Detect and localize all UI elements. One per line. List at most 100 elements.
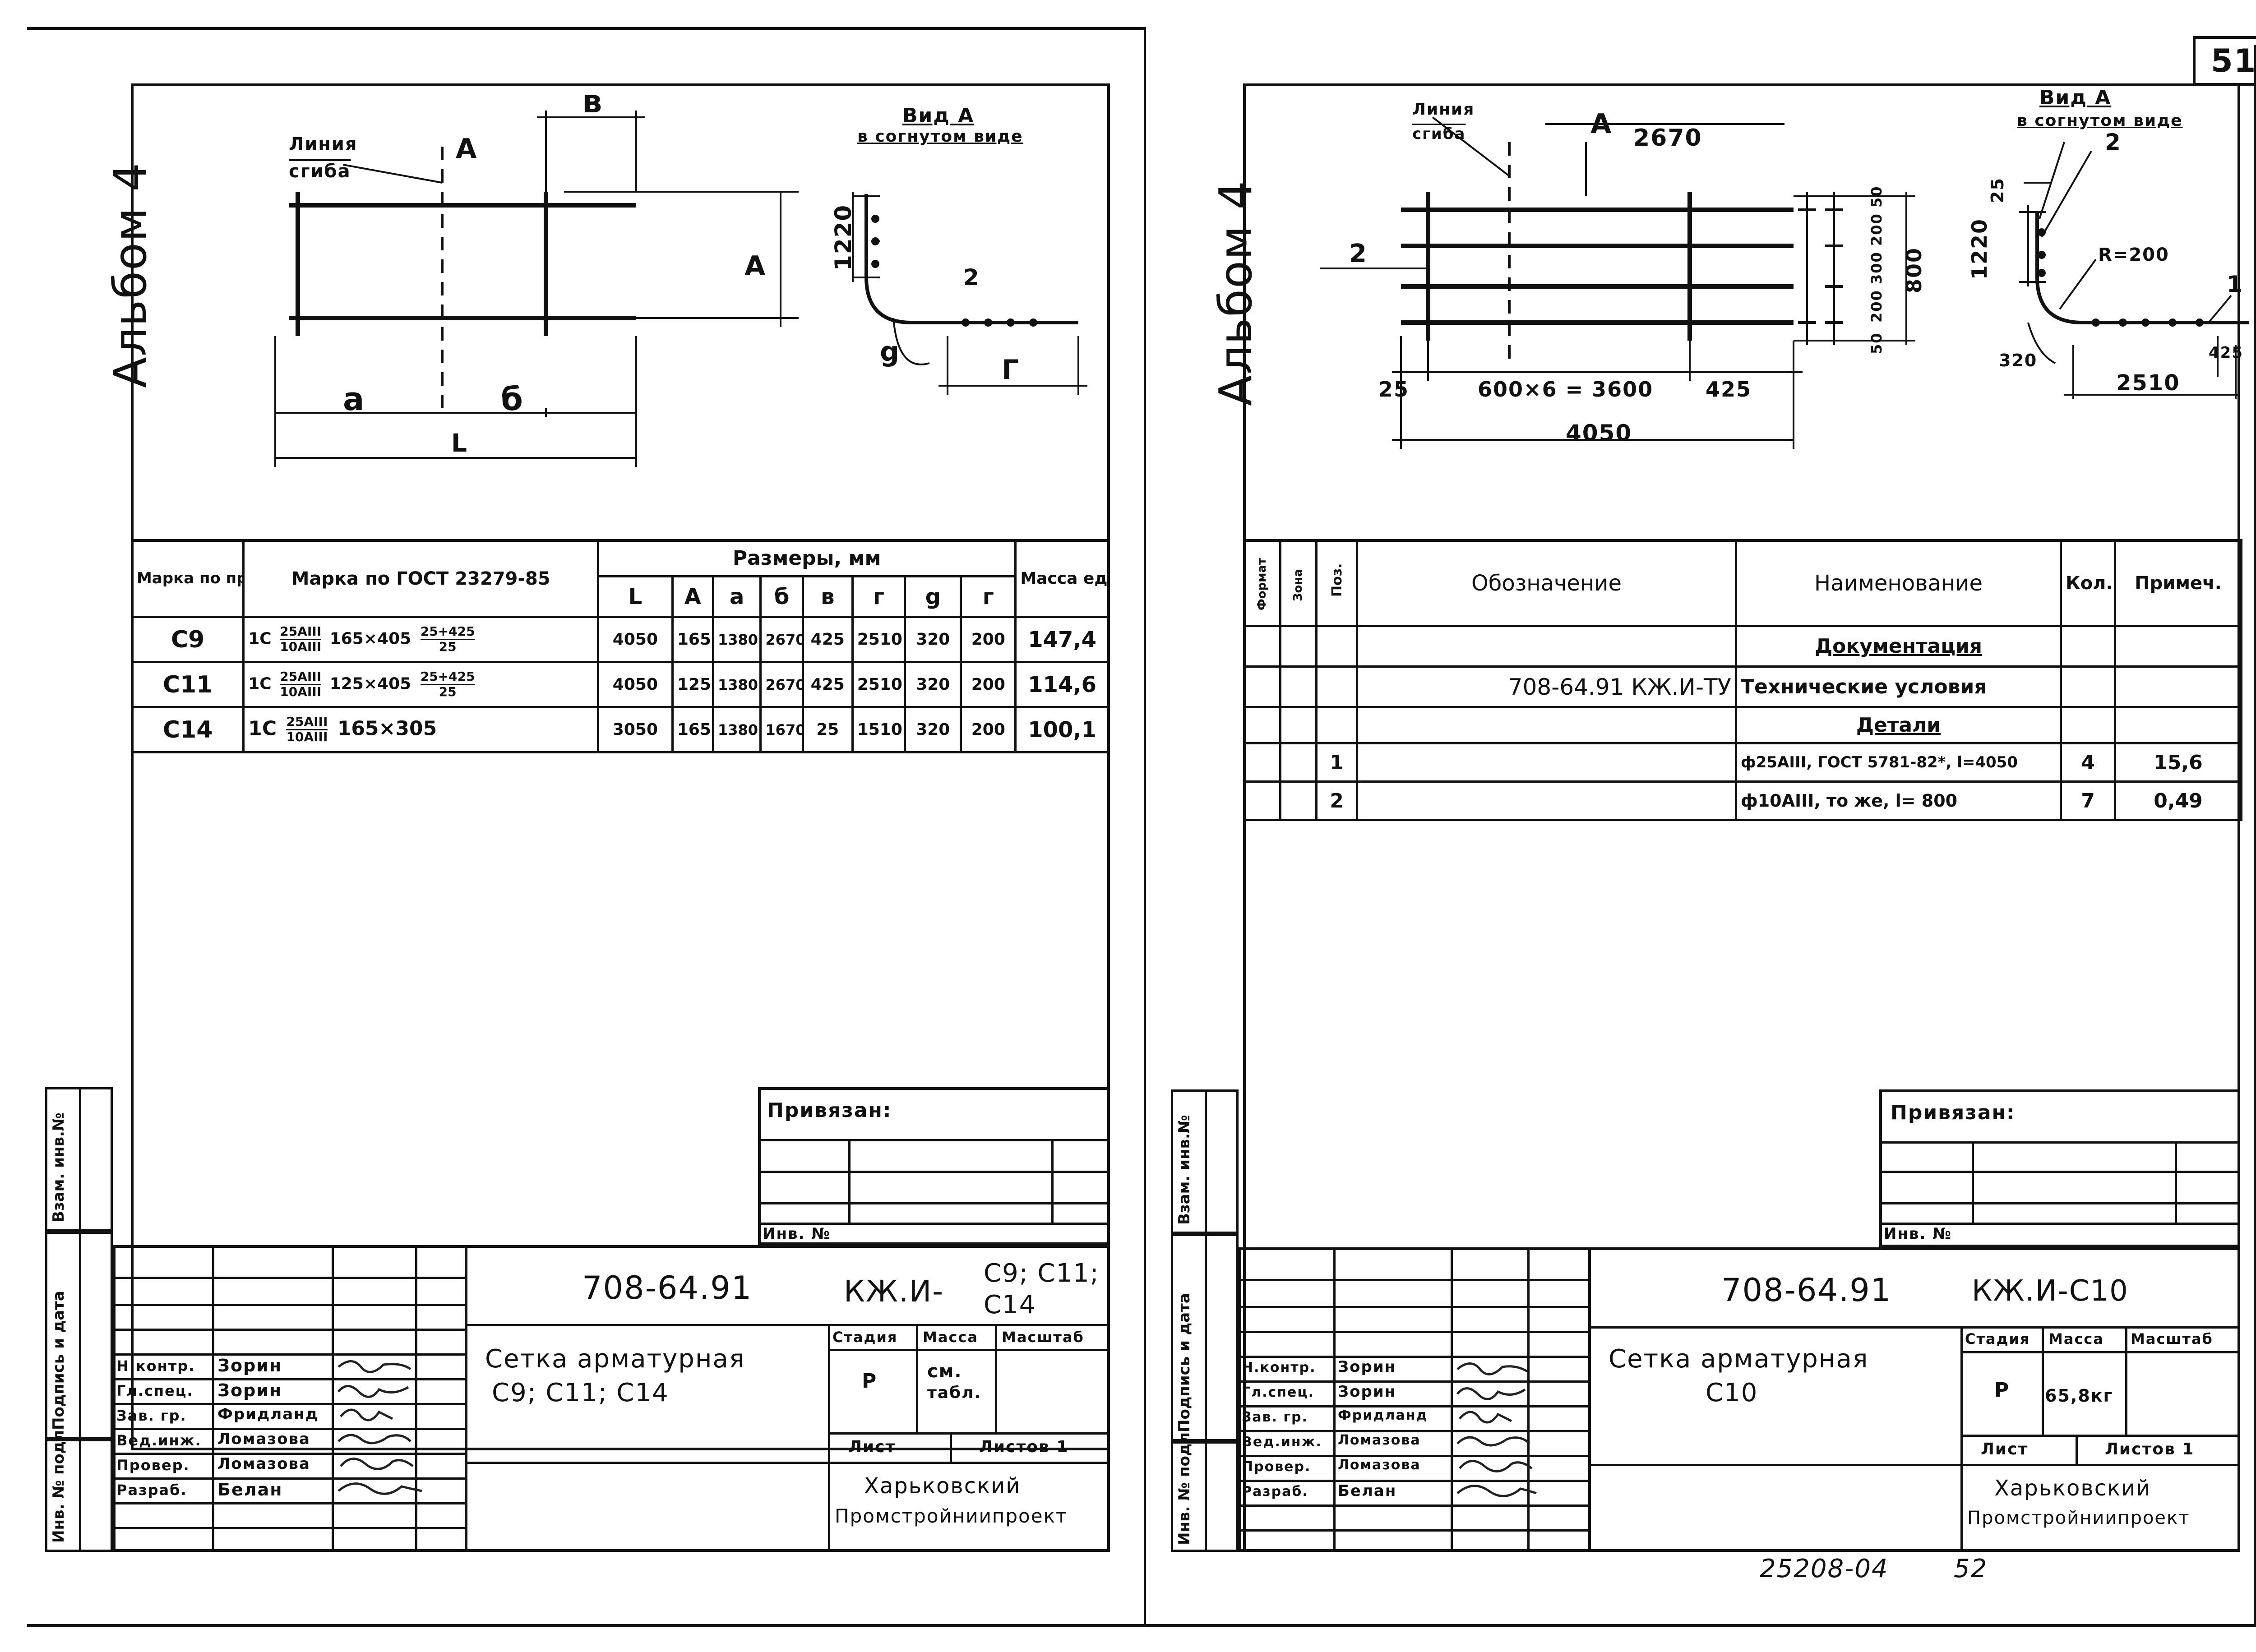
right-sheet-name-1: Сетка арматурная: [1609, 1344, 1869, 1374]
cell: 4050: [596, 661, 674, 708]
spec-h-oboz: Обозначение: [1356, 539, 1737, 627]
row-mark: С14: [130, 706, 245, 753]
spec-oboz: [1356, 625, 1737, 668]
right-privyazan-line1: [1879, 1141, 2240, 1144]
cell: [1279, 706, 1318, 744]
gost-frac-num: 25+425: [420, 669, 475, 685]
right-pos-2b: 2: [2105, 129, 2122, 155]
left-massa-2: табл.: [927, 1384, 982, 1402]
spec-prim: 0,49: [2114, 780, 2242, 821]
spec-h-kol: Кол.: [2060, 539, 2116, 627]
right-tb-v-massa: [2042, 1326, 2044, 1435]
top-rule: [27, 27, 1146, 30]
cell: 1510: [851, 706, 906, 753]
left-tb-h-code: [465, 1324, 1110, 1326]
gost-frac-den: 25: [439, 684, 457, 699]
right-privyazan-vline1: [1972, 1141, 1974, 1225]
right-role-4: Провер.: [1242, 1459, 1311, 1475]
gost-frac-den: 25: [439, 639, 457, 654]
h-mass: Масса ед., кг: [1014, 539, 1110, 618]
right-privyazan-block: [1879, 1089, 2240, 1247]
gost-mid: 125×405: [329, 674, 411, 693]
table-row: Детали: [1243, 706, 2242, 744]
right-dim-25: 25: [1378, 377, 1410, 401]
left-dim-G: Г: [1002, 354, 1020, 386]
cell: 425: [801, 661, 854, 708]
left-dim-A: А: [744, 250, 767, 282]
gost-num: 25АIII: [280, 624, 322, 640]
gost-mid: 165×305: [337, 717, 437, 740]
right-name-5: Белан: [1338, 1482, 1397, 1500]
cell: 3050: [596, 706, 674, 753]
left-stamp-invpodl-label: Инв. № подл.: [50, 1424, 68, 1543]
col-r2: г: [960, 575, 1017, 618]
row-mark: С9: [130, 616, 245, 663]
left-role-4: Провер.: [116, 1457, 190, 1474]
table-row: Документация: [1243, 625, 2242, 668]
left-tb-vline-d: [465, 1245, 467, 1552]
left-mark-A: А: [456, 133, 478, 165]
right-inv-no: Инв. №: [1884, 1225, 1952, 1243]
spec-h-pos: Поз.: [1315, 539, 1358, 627]
left-name-2: Фридланд: [217, 1405, 319, 1423]
right-privyazan-vline2: [2175, 1141, 2177, 1225]
right-name-4: Ломазова: [1338, 1457, 1421, 1473]
left-name-3: Ломазова: [217, 1430, 310, 1448]
right-doc-mark: КЖ.И-С10: [1972, 1274, 2129, 1308]
left-dim-g: g: [880, 336, 900, 368]
right-tb-vline-a: [1333, 1247, 1336, 1552]
left-tb-hline-7: [113, 1428, 465, 1430]
right-tb-h-code: [1588, 1326, 2240, 1329]
right-sheet-name-2: С10: [1706, 1378, 1758, 1407]
left-doc-mark: КЖ.И-: [844, 1274, 944, 1309]
table-row: 1 ф25АIII, ГОСТ 5781-82*, l=4050 4 15,6: [1243, 742, 2242, 783]
cell: [1279, 742, 1318, 783]
left-privyazan-label: Привязан:: [767, 1099, 892, 1122]
footer-page: 52: [1954, 1554, 1988, 1583]
right-line-label-1: Линия: [1412, 100, 1475, 119]
right-role-3: Вед.инж.: [1242, 1434, 1322, 1450]
h-marka-gost: Марка по ГОСТ 23279-85: [242, 539, 599, 618]
right-tb-h-stadia-head: [1960, 1351, 2240, 1353]
right-massa: 65,8кг: [2045, 1386, 2113, 1406]
left-privyazan-line3: [758, 1202, 1110, 1204]
left-tb-h-stadia-head: [828, 1349, 1110, 1351]
spec-oboz: 708-64.91 КЖ.И-ТУ: [1356, 665, 1737, 708]
left-dim-v: в: [582, 83, 603, 120]
left-privyazan-vline1: [848, 1139, 851, 1225]
left-name-5: Белан: [217, 1480, 283, 1500]
right-stamp-vzam-div: [1205, 1089, 1207, 1234]
right-dim-2510: 2510: [2116, 370, 2180, 396]
spec-kol: 7: [2060, 780, 2116, 821]
gost-pre: 1С: [248, 629, 272, 648]
left-doc-marks-1: С9; С11;: [984, 1259, 1100, 1288]
right-sheet-right-edge: [2254, 45, 2256, 1624]
spec-kol: [2060, 665, 2116, 708]
right-tb-hline-5: [1239, 1380, 1588, 1383]
spec-kol: [2060, 706, 2116, 744]
left-name-0: Зорин: [217, 1356, 282, 1375]
left-tb-hline-11: [113, 1527, 465, 1529]
h-sizes: Размеры, мм: [596, 539, 1017, 577]
cell: [1243, 742, 1281, 783]
right-role-1: Гл.спец.: [1242, 1384, 1314, 1400]
right-tb-v-masshtab: [2125, 1326, 2127, 1435]
left-dim-b: б: [501, 381, 524, 418]
right-dim-25v: 25: [1988, 177, 2007, 203]
right-name-3: Ломазова: [1338, 1432, 1421, 1448]
right-dim-1220: 1220: [1967, 218, 1992, 280]
left-role-0: Н.контр.: [116, 1357, 195, 1375]
left-tb-h-org: [465, 1462, 1110, 1464]
right-tb-hline-4: [1239, 1356, 1588, 1358]
right-v-200a: 200: [1868, 213, 1885, 246]
left-stamp-vzam-label: Взам. инв.№: [50, 1112, 68, 1223]
left-tb-vline-a: [212, 1245, 214, 1552]
left-tb-hline-10: [113, 1502, 465, 1504]
right-dim-600x6: 600×6 = 3600: [1478, 377, 1654, 401]
cell: 1650: [671, 616, 714, 663]
spec-name: Документация: [1735, 625, 2062, 668]
spec-h-prim: Примеч.: [2114, 539, 2242, 627]
